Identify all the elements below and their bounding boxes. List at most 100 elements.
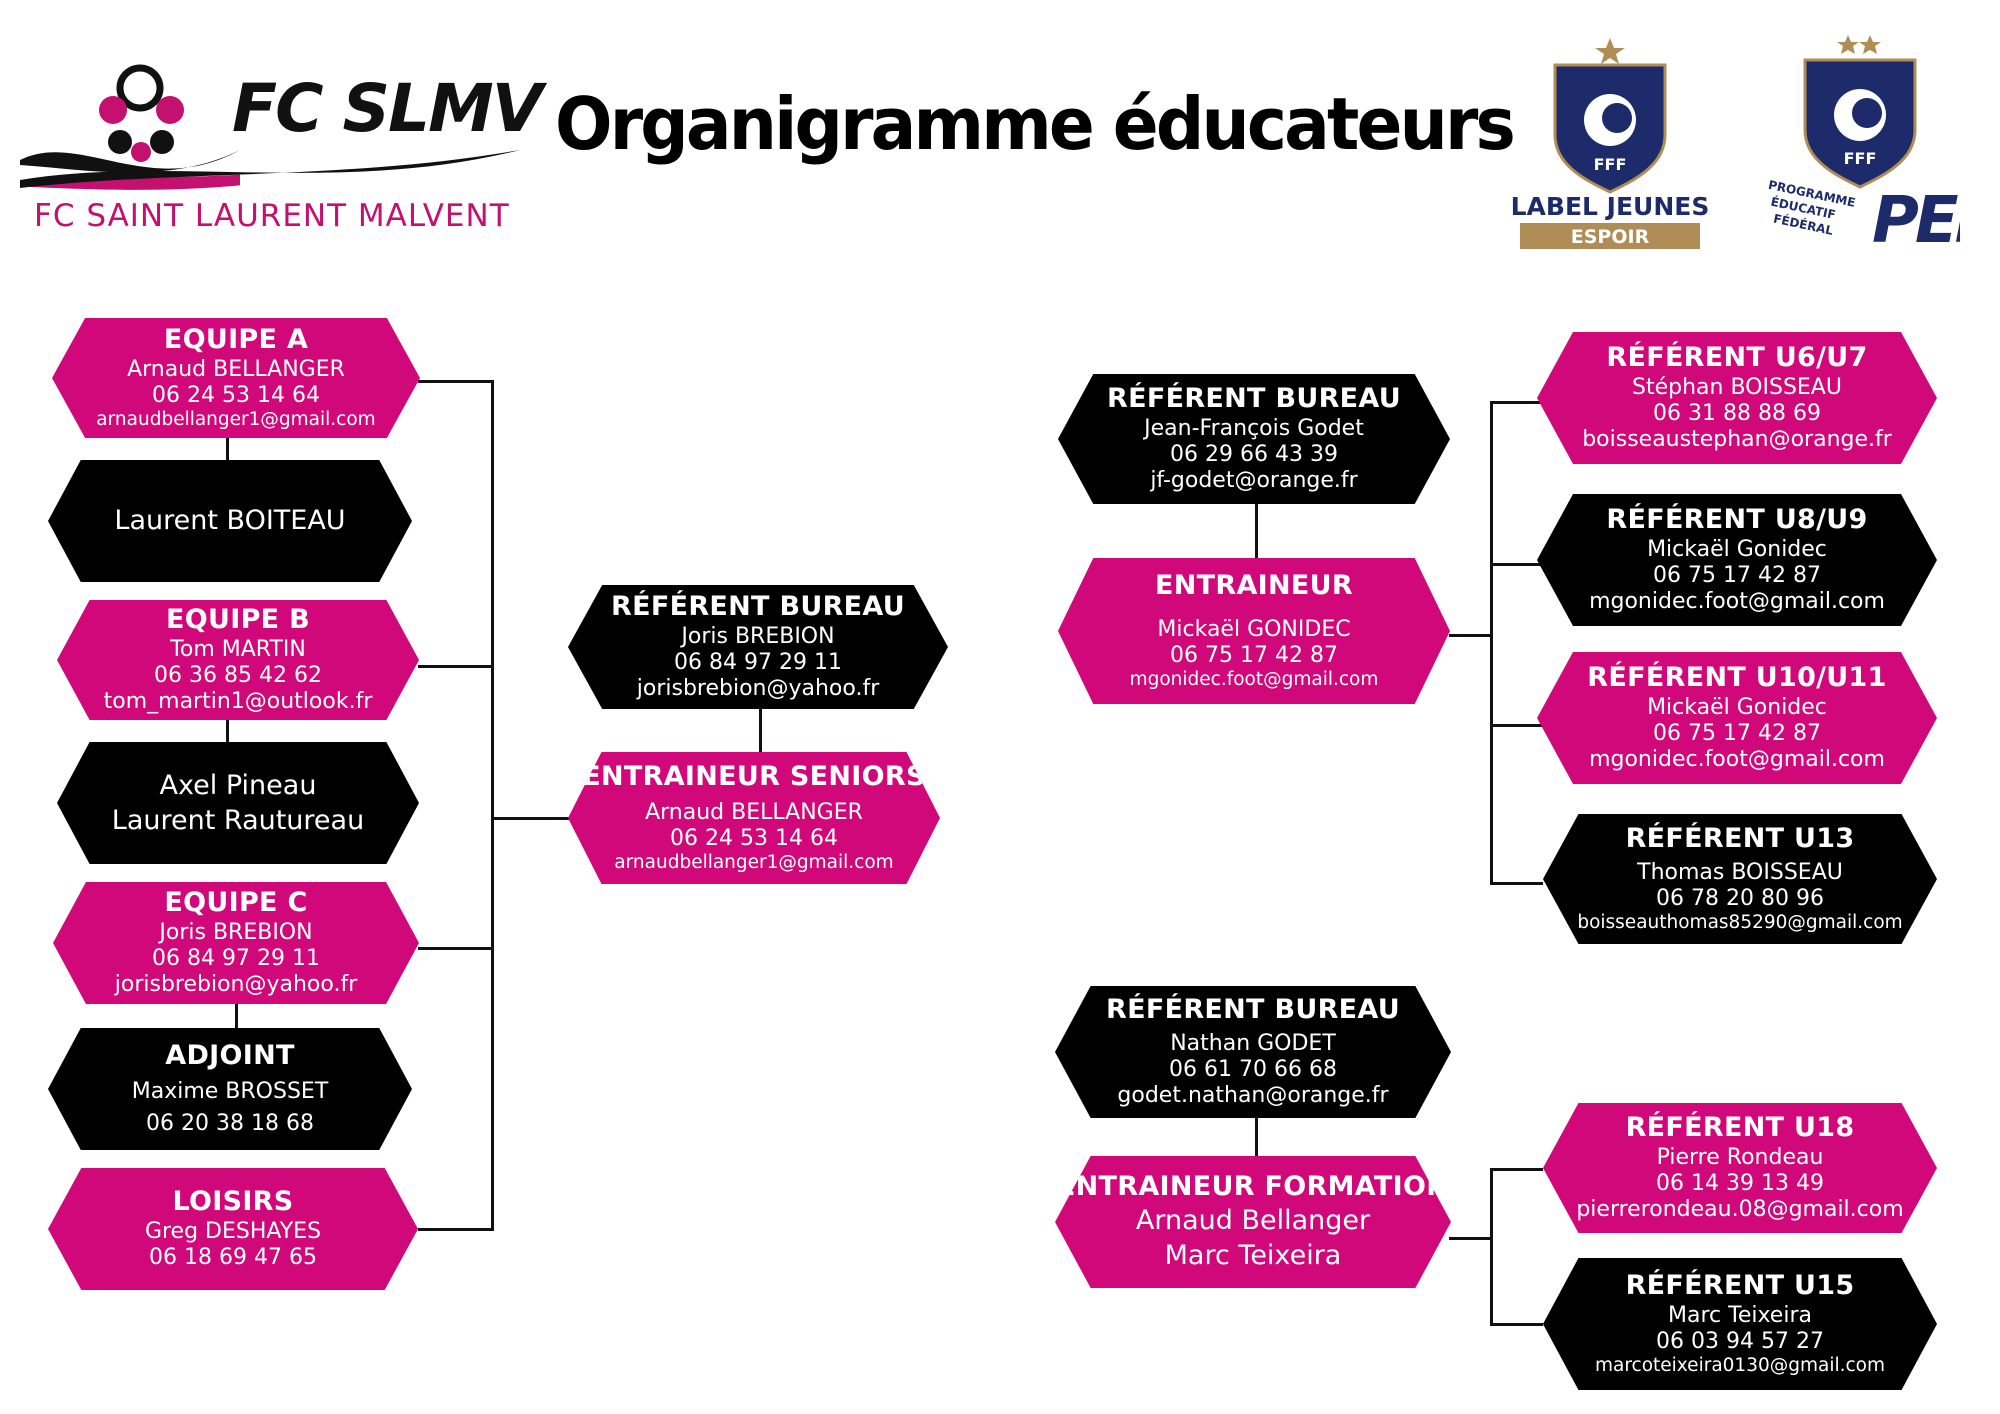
node-referent-u13: RÉFÉRENT U13 Thomas BOISSEAU 06 78 20 80…	[1543, 814, 1937, 944]
node-name: Greg DESHAYES	[144, 1218, 322, 1244]
node-equipe-c: EQUIPE C Joris BREBION 06 84 97 29 11 jo…	[53, 882, 419, 1004]
node-entraineur-seniors: ENTRAINEUR SENIORS Arnaud BELLANGER 06 2…	[568, 752, 940, 884]
fff-label-jeunes-logo: FFF LABEL JEUNES ESPOIR	[1505, 30, 1720, 260]
node-name: Joris BREBION	[159, 919, 313, 945]
connector	[1490, 1168, 1543, 1171]
node-name: Maxime BROSSET	[131, 1078, 329, 1104]
node-title: RÉFÉRENT BUREAU	[1106, 994, 1400, 1026]
node-email: mgonidec.foot@gmail.com	[1589, 747, 1885, 773]
connector	[1490, 882, 1543, 885]
node-email: mgonidec.foot@gmail.com	[1589, 589, 1885, 615]
node-name: Axel Pineau	[159, 769, 317, 801]
connector	[1490, 724, 1543, 727]
connector	[491, 380, 494, 1231]
node-email: godet.nathan@orange.fr	[1117, 1083, 1389, 1109]
node-name: Marc Teixeira	[1668, 1302, 1812, 1328]
node-equipe-a-adjoint: Laurent BOITEAU	[48, 460, 412, 582]
node-title: RÉFÉRENT U6/U7	[1606, 342, 1868, 374]
connector	[418, 380, 494, 383]
connector	[1490, 563, 1543, 566]
node-email: jf-godet@orange.fr	[1150, 468, 1358, 494]
node-formation-referent-bureau: RÉFÉRENT BUREAU Nathan GODET 06 61 70 66…	[1055, 986, 1451, 1118]
node-ecole-entraineur: ENTRAINEUR Mickaël GONIDEC 06 75 17 42 8…	[1058, 558, 1450, 704]
connector	[1490, 1168, 1493, 1326]
node-email: arnaudbellanger1@gmail.com	[96, 409, 376, 431]
node-email: jorisbrebion@yahoo.fr	[636, 676, 880, 702]
node-equipe-b-adjoints: Axel Pineau Laurent Rautureau	[57, 742, 419, 864]
node-referent-u10u11: RÉFÉRENT U10/U11 Mickaël Gonidec 06 75 1…	[1537, 652, 1937, 784]
connector	[226, 437, 229, 461]
pef-shield-icon: FFF PROGRAMME ÉDUCATIF FÉDÉRAL PEF	[1767, 35, 2000, 258]
node-name: Marc Teixeira	[1164, 1240, 1342, 1272]
club-full-name: FC SAINT LAURENT MALVENT	[34, 198, 510, 234]
node-phone: 06 24 53 14 64	[152, 383, 320, 409]
node-title: EQUIPE A	[163, 324, 309, 356]
node-name: Tom MARTIN	[170, 636, 306, 662]
node-title: RÉFÉRENT U18	[1625, 1112, 1855, 1144]
node-title: LOISIRS	[172, 1186, 294, 1218]
node-phone: 06 20 38 18 68	[146, 1111, 314, 1137]
node-email: jorisbrebion@yahoo.fr	[114, 972, 358, 998]
connector	[1490, 401, 1543, 404]
node-name: Arnaud Bellanger	[1135, 1205, 1371, 1237]
connector	[418, 665, 494, 668]
node-referent-u15: RÉFÉRENT U15 Marc Teixeira 06 03 94 57 2…	[1543, 1258, 1937, 1390]
pef-acronym: PEF	[1872, 184, 1960, 258]
node-phone: 06 29 66 43 39	[1170, 442, 1338, 467]
node-name: Thomas BOISSEAU	[1637, 859, 1843, 885]
node-name: Arnaud BELLANGER	[645, 799, 863, 825]
connector	[1449, 634, 1492, 637]
node-phone: 06 75 17 42 87	[1170, 643, 1338, 669]
node-ecole-referent-bureau: RÉFÉRENT BUREAU Jean-François Godet 06 2…	[1058, 374, 1450, 504]
node-adjoint: ADJOINT Maxime BROSSET 06 20 38 18 68	[48, 1028, 412, 1150]
connector	[759, 708, 762, 753]
connector	[418, 947, 494, 950]
node-equipe-a: EQUIPE A Arnaud BELLANGER 06 24 53 14 64…	[52, 318, 420, 438]
node-referent-u8u9: RÉFÉRENT U8/U9 Mickaël Gonidec 06 75 17 …	[1537, 494, 1937, 626]
node-seniors-referent-bureau: RÉFÉRENT BUREAU Joris BREBION 06 84 97 2…	[568, 585, 948, 709]
node-title: ADJOINT	[165, 1040, 295, 1072]
fff-shield-text: FFF	[1594, 155, 1627, 174]
connector	[418, 1228, 494, 1231]
node-phone: 06 75 17 42 87	[1653, 563, 1821, 588]
node-title: EQUIPE C	[164, 887, 308, 919]
connector	[1449, 1237, 1492, 1240]
node-phone: 06 61 70 66 68	[1169, 1057, 1337, 1082]
node-title: ENTRAINEUR	[1155, 570, 1353, 602]
node-phone: 06 84 97 29 11	[674, 650, 842, 675]
node-phone: 06 14 39 13 49	[1656, 1171, 1824, 1196]
node-email: marcoteixeira0130@gmail.com	[1594, 1355, 1886, 1377]
node-phone: 06 75 17 42 87	[1653, 721, 1821, 746]
node-name: Jean-François Godet	[1144, 415, 1364, 441]
node-loisirs: LOISIRS Greg DESHAYES 06 18 69 47 65	[48, 1168, 418, 1290]
club-swoosh-icon	[20, 150, 520, 188]
node-email: boisseaustephan@orange.fr	[1582, 427, 1892, 453]
node-email: boisseauthomas85290@gmail.com	[1577, 912, 1903, 934]
node-phone: 06 78 20 80 96	[1656, 886, 1824, 912]
connector	[1490, 401, 1493, 885]
pef-logo: FFF PROGRAMME ÉDUCATIF FÉDÉRAL PEF	[1760, 30, 2000, 260]
connector	[235, 1003, 238, 1030]
node-referent-u18: RÉFÉRENT U18 Pierre Rondeau 06 14 39 13 …	[1543, 1103, 1937, 1233]
node-title: EQUIPE B	[166, 604, 310, 636]
node-name: Arnaud BELLANGER	[127, 356, 345, 382]
node-name: Mickaël Gonidec	[1647, 536, 1827, 562]
node-title: RÉFÉRENT U10/U11	[1587, 662, 1887, 694]
label-jeunes-text: LABEL JEUNES	[1511, 192, 1710, 221]
node-name: Mickaël GONIDEC	[1157, 616, 1351, 642]
node-phone: 06 18 69 47 65	[149, 1245, 317, 1271]
label-level-text: ESPOIR	[1571, 226, 1650, 248]
node-title: RÉFÉRENT U15	[1625, 1270, 1855, 1302]
node-phone: 06 84 97 29 11	[152, 946, 320, 971]
connector	[1255, 503, 1258, 559]
node-title: RÉFÉRENT U13	[1625, 823, 1855, 855]
connector	[1490, 1323, 1543, 1326]
node-title: ENTRAINEUR FORMATION	[1056, 1170, 1450, 1202]
node-title: ENTRAINEUR SENIORS	[582, 761, 926, 793]
node-email: pierrerondeau.08@gmail.com	[1576, 1197, 1904, 1223]
node-phone: 06 36 85 42 62	[154, 663, 322, 688]
fff-shield-icon: FFF LABEL JEUNES ESPOIR	[1511, 38, 1710, 249]
node-equipe-b: EQUIPE B Tom MARTIN 06 36 85 42 62 tom_m…	[57, 600, 419, 720]
page-title: Organigramme éducateurs	[555, 82, 1516, 166]
